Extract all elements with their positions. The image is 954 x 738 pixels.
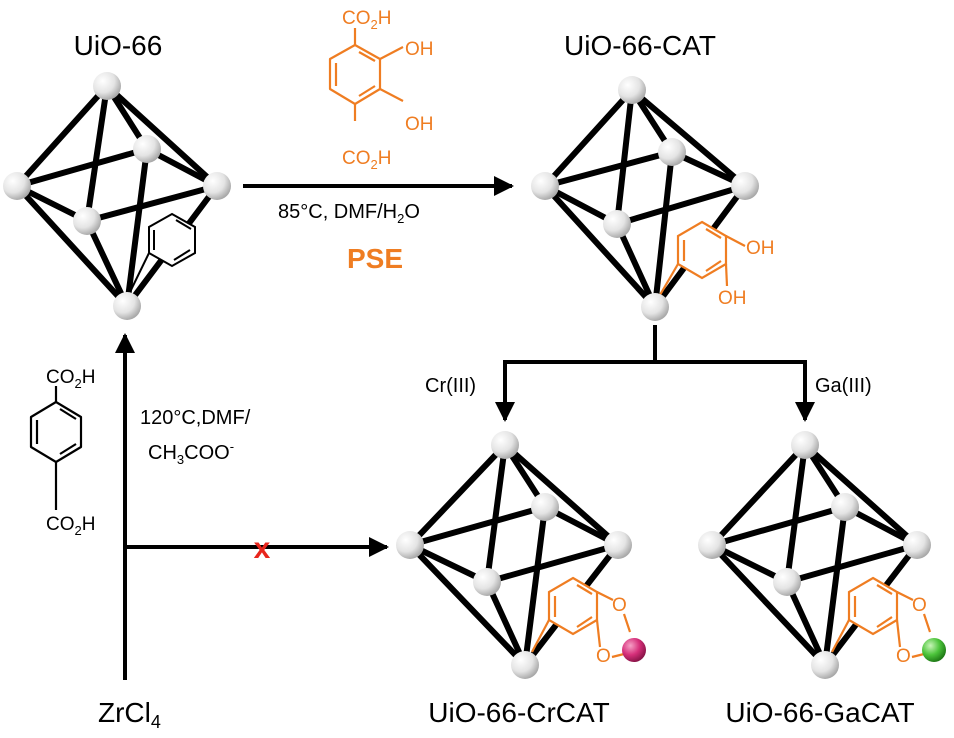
cr-oxygen-1: O [612, 595, 627, 616]
zr-node [903, 531, 931, 559]
zr-node [831, 493, 859, 521]
cr-catecholate: O O [531, 576, 646, 667]
zr-node [603, 210, 631, 238]
chromium-center [622, 638, 646, 662]
blocked-route-mark: x [254, 532, 271, 565]
catechol-hydroxyl-1: OH [746, 238, 775, 259]
zr-node [93, 72, 121, 100]
cr-reagent-label: Cr(III) [425, 375, 476, 397]
zr-node [698, 531, 726, 559]
bdc-acid-top: CO2H [46, 367, 95, 391]
dhta-acid-top: CO2H [342, 8, 391, 32]
uio66-gacat-label: UiO-66-GaCAT [725, 697, 914, 728]
pse-label: PSE [347, 243, 403, 274]
zr-node [658, 138, 686, 166]
zrcl4-label: ZrCl4 [98, 697, 161, 732]
zr-node [791, 431, 819, 459]
zr-node [531, 493, 559, 521]
zr-node [113, 292, 141, 320]
zr-node [73, 207, 101, 235]
zr-node [618, 76, 646, 104]
zr-node [473, 568, 501, 596]
ga-oxygen-2: O [896, 646, 911, 667]
gallium-center [922, 638, 946, 662]
catechol-linker: OH OH [659, 220, 775, 309]
uio66-crcat-label: UiO-66-CrCAT [428, 697, 609, 728]
dhta-acid-bottom: CO2H [342, 148, 391, 172]
uio66-cat-label: UiO-66-CAT [564, 30, 716, 61]
zr-node [773, 568, 801, 596]
ga-oxygen-1: O [912, 595, 927, 616]
synthesis-conditions-2: CH3COO- [148, 439, 234, 467]
pse-conditions: 85°C, DMF/H2O [278, 201, 420, 226]
metalation-branch [495, 325, 815, 422]
uio66-octahedron [3, 72, 231, 320]
dhta-hydroxyl-2: OH [405, 114, 434, 135]
uio66-label: UiO-66 [74, 30, 163, 61]
catechol-hydroxyl-2: OH [718, 288, 747, 309]
ga-catecholate: O O [831, 576, 946, 667]
zr-node [396, 531, 424, 559]
bdc-acid-bottom: CO2H [46, 514, 95, 538]
zr-node [604, 531, 632, 559]
dhta-molecule: CO2H OH OH CO2H [328, 8, 434, 172]
zr-node [133, 135, 161, 163]
uio66-crcat-octahedron: O O [396, 431, 646, 679]
cr-oxygen-2: O [596, 646, 611, 667]
zr-node [531, 172, 559, 200]
zr-node [731, 172, 759, 200]
zr-node [491, 431, 519, 459]
zr-node [641, 293, 669, 321]
zr-node [203, 172, 231, 200]
dhta-hydroxyl-1: OH [405, 39, 434, 60]
ga-reagent-label: Ga(III) [815, 375, 872, 397]
zr-node [511, 651, 539, 679]
uio66-cat-octahedron: OH OH [531, 76, 775, 321]
uio66-gacat-octahedron: O O [698, 431, 946, 679]
zr-node [811, 651, 839, 679]
synthesis-conditions-1: 120°C,DMF/ [140, 407, 251, 429]
bdc-molecule: CO2H CO2H [29, 367, 95, 538]
zr-node [3, 172, 31, 200]
bdc-linker-ring [129, 212, 196, 293]
